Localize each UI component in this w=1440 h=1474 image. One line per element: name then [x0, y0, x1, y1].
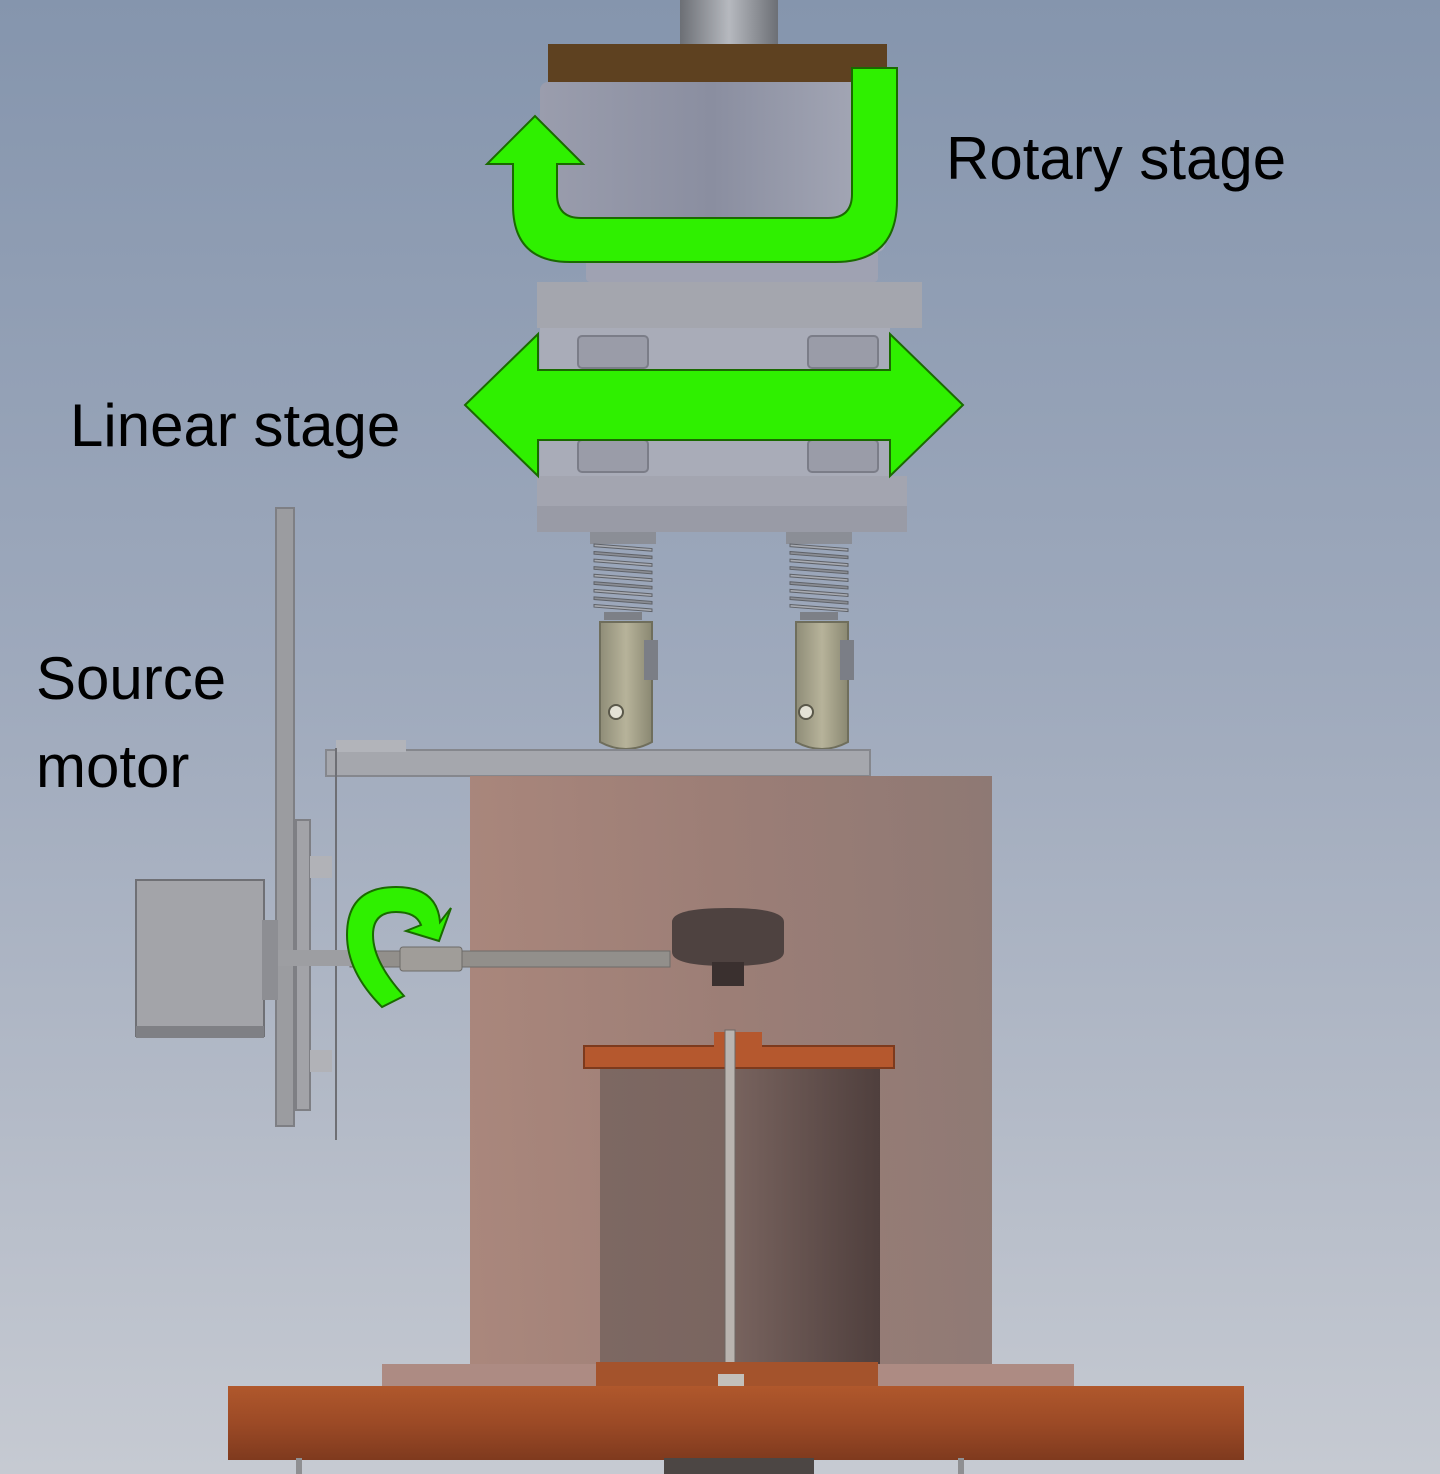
- spring-coil: [789, 543, 849, 552]
- spring-coil: [789, 581, 849, 590]
- spring-foot: [800, 612, 838, 620]
- source-motor: [135, 507, 358, 1140]
- linear-stage-label: Linear stage: [70, 392, 401, 459]
- spring-coil: [789, 566, 849, 575]
- copper-housing: [228, 776, 1244, 1474]
- rotary-stage-body: [540, 82, 885, 252]
- top-shaft: [680, 0, 778, 46]
- linear-top-plate: [537, 282, 922, 328]
- arm-bar-lip: [336, 740, 406, 752]
- source-holder: [349, 908, 784, 986]
- mount-plate: [548, 44, 887, 84]
- spring-coil: [789, 573, 849, 582]
- spring-cap-left: [590, 532, 656, 544]
- source-arm: [325, 740, 871, 777]
- rotary-arrow-icon: [484, 67, 898, 263]
- clamp-right-hole: [798, 704, 814, 720]
- source-motor-label-line1: Source: [36, 645, 227, 712]
- spring-right: [789, 543, 849, 620]
- motor-body: [135, 879, 265, 1037]
- linear-block-right-top: [807, 335, 879, 369]
- arm-bar: [325, 749, 871, 777]
- spring-mounts: [590, 532, 854, 750]
- base-post-left: [296, 1458, 302, 1474]
- spring-left: [593, 543, 653, 620]
- spring-coil: [593, 603, 653, 613]
- spring-coil: [789, 596, 849, 605]
- spring-coil: [593, 543, 653, 552]
- spring-coil: [789, 603, 849, 613]
- rod-nut: [718, 1374, 744, 1388]
- base-stem: [664, 1458, 814, 1474]
- spring-coil: [789, 558, 849, 567]
- source-disk-stem: [712, 962, 744, 986]
- linear-arrow-icon: [463, 331, 965, 479]
- motor-upright-plate: [275, 507, 295, 1127]
- linear-block-left-top: [577, 335, 649, 369]
- motor-shaft: [278, 950, 358, 966]
- clamp-right-screw: [840, 640, 854, 680]
- source-rod: [349, 950, 671, 968]
- standoff-bottom: [310, 1050, 332, 1072]
- clamp-left-screw: [644, 640, 658, 680]
- motor-body-base: [136, 1026, 264, 1038]
- source-rotation-arrow-icon: [345, 885, 452, 1009]
- linear-block-right-bottom: [807, 439, 879, 473]
- base-post-right: [958, 1458, 964, 1474]
- spring-coil: [789, 551, 849, 560]
- copper-base-flange: [228, 1386, 1244, 1460]
- inner-cylinder: [600, 1064, 880, 1364]
- spring-coil: [593, 566, 653, 575]
- spring-foot: [604, 612, 642, 620]
- spring-coil: [789, 588, 849, 598]
- spring-coil: [593, 588, 653, 598]
- spring-coil: [593, 551, 653, 560]
- source-coupler: [399, 946, 463, 972]
- source-disk: [672, 908, 784, 966]
- clamp-left-hole: [608, 704, 624, 720]
- spring-coil: [593, 596, 653, 605]
- linear-base-plate: [537, 506, 907, 532]
- spring-coil: [593, 581, 653, 590]
- center-rod: [724, 1029, 736, 1381]
- source-motor-label-line2: motor: [36, 733, 190, 800]
- inner-top-disk: [583, 1045, 895, 1069]
- spring-coil: [593, 573, 653, 582]
- spring-coil: [593, 558, 653, 567]
- rotary-stage-label: Rotary stage: [946, 125, 1287, 192]
- motor-collar: [262, 920, 278, 1000]
- spring-cap-right: [786, 532, 852, 544]
- inner-top-hub: [714, 1032, 762, 1048]
- standoff-top: [310, 856, 332, 878]
- linear-lower-plate: [537, 476, 907, 506]
- linear-block-left-bottom: [577, 439, 649, 473]
